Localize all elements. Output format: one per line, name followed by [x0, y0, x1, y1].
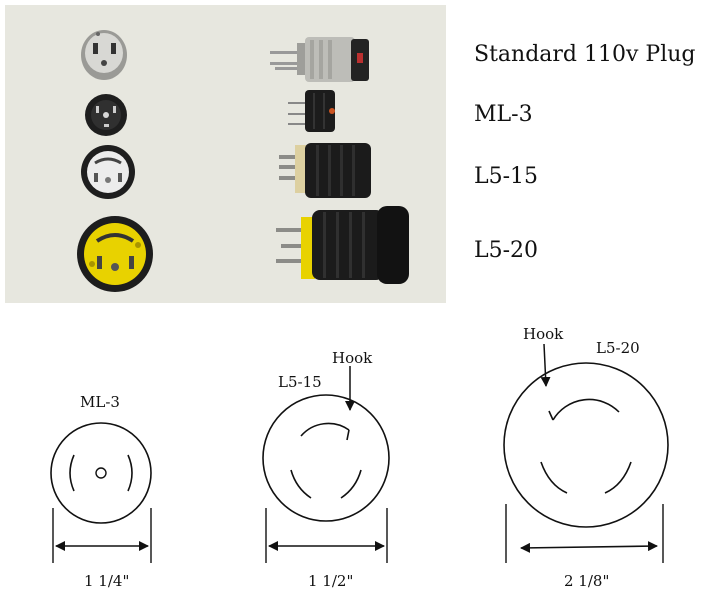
diagram-hook-l5-20: Hook	[523, 325, 564, 343]
diagram-size-ml3: 1 1/4"	[84, 572, 130, 590]
label-l5-20: L5-20	[474, 238, 539, 263]
diagram-hook-l5-15: Hook	[332, 349, 373, 367]
standard-plug-face	[81, 30, 127, 80]
diagram-label-l5-20: L5-20	[596, 339, 640, 357]
standard-plug-side	[270, 37, 369, 82]
ml3-plug-side	[288, 90, 335, 132]
plug-outline-diagrams	[50, 343, 669, 563]
diagram-size-l5-20: 2 1/8"	[564, 572, 610, 590]
label-standard-plug: Standard 110v Plug	[474, 42, 696, 67]
l5-20-plug-side	[276, 206, 409, 284]
l5-15-outline	[262, 366, 390, 563]
l5-15-plug-side	[279, 143, 371, 198]
label-l5-15: L5-15	[474, 164, 539, 189]
diagram-label-l5-15: L5-15	[278, 373, 322, 391]
l5-15-plug-face	[81, 145, 135, 199]
l5-20-outline	[503, 343, 669, 563]
ml3-plug-face	[85, 94, 127, 136]
label-ml3: ML-3	[474, 102, 533, 127]
l5-20-plug-face	[77, 216, 153, 292]
plug-photo	[5, 5, 446, 303]
plug-photo-drawing	[77, 30, 409, 292]
diagram-size-l5-15: 1 1/2"	[308, 572, 354, 590]
ml3-outline	[50, 422, 152, 563]
diagram-label-ml3: ML-3	[80, 393, 120, 411]
